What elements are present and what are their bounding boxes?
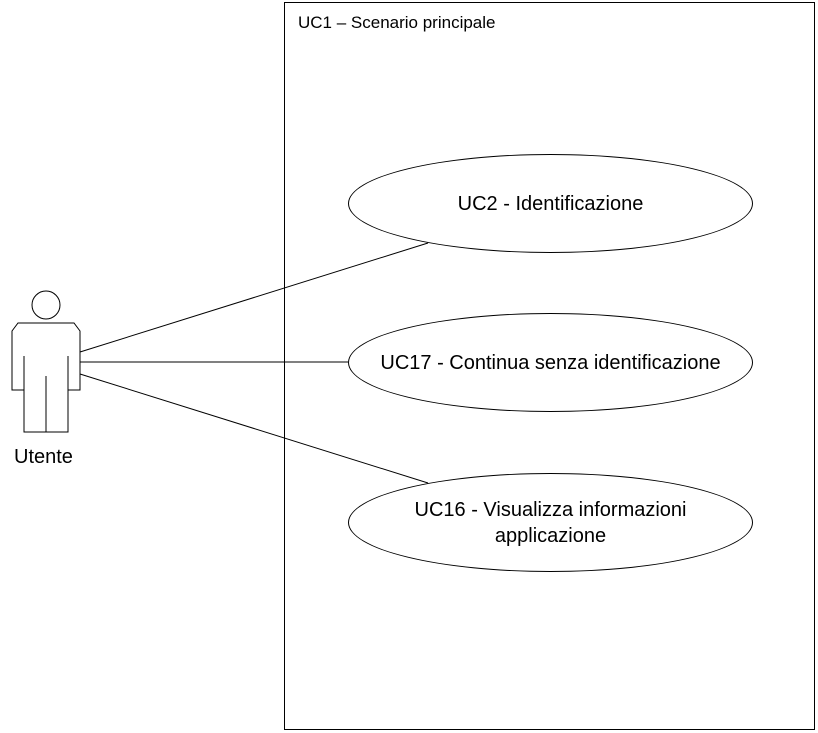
usecase-uc2[interactable]: UC2 - Identificazione: [348, 154, 753, 253]
association-line-uc16: [79, 373, 429, 484]
system-title: UC1 – Scenario principale: [298, 13, 496, 32]
actor-icon: [11, 290, 81, 433]
usecase-uc16[interactable]: UC16 - Visualizza informazioni applicazi…: [348, 473, 753, 572]
actor-head: [31, 290, 61, 320]
actor-label: Utente: [14, 446, 73, 468]
usecase-label: UC16 - Visualizza informazioni applicazi…: [414, 498, 687, 547]
system-boundary: UC1 – Scenario principale: [284, 2, 815, 730]
association-line-uc2: [79, 242, 429, 353]
usecase-uc17[interactable]: UC17 - Continua senza identificazione: [348, 313, 753, 412]
usecase-label: UC2 - Identificazione: [457, 192, 644, 215]
usecase-label: UC17 - Continua senza identificazione: [380, 351, 721, 374]
